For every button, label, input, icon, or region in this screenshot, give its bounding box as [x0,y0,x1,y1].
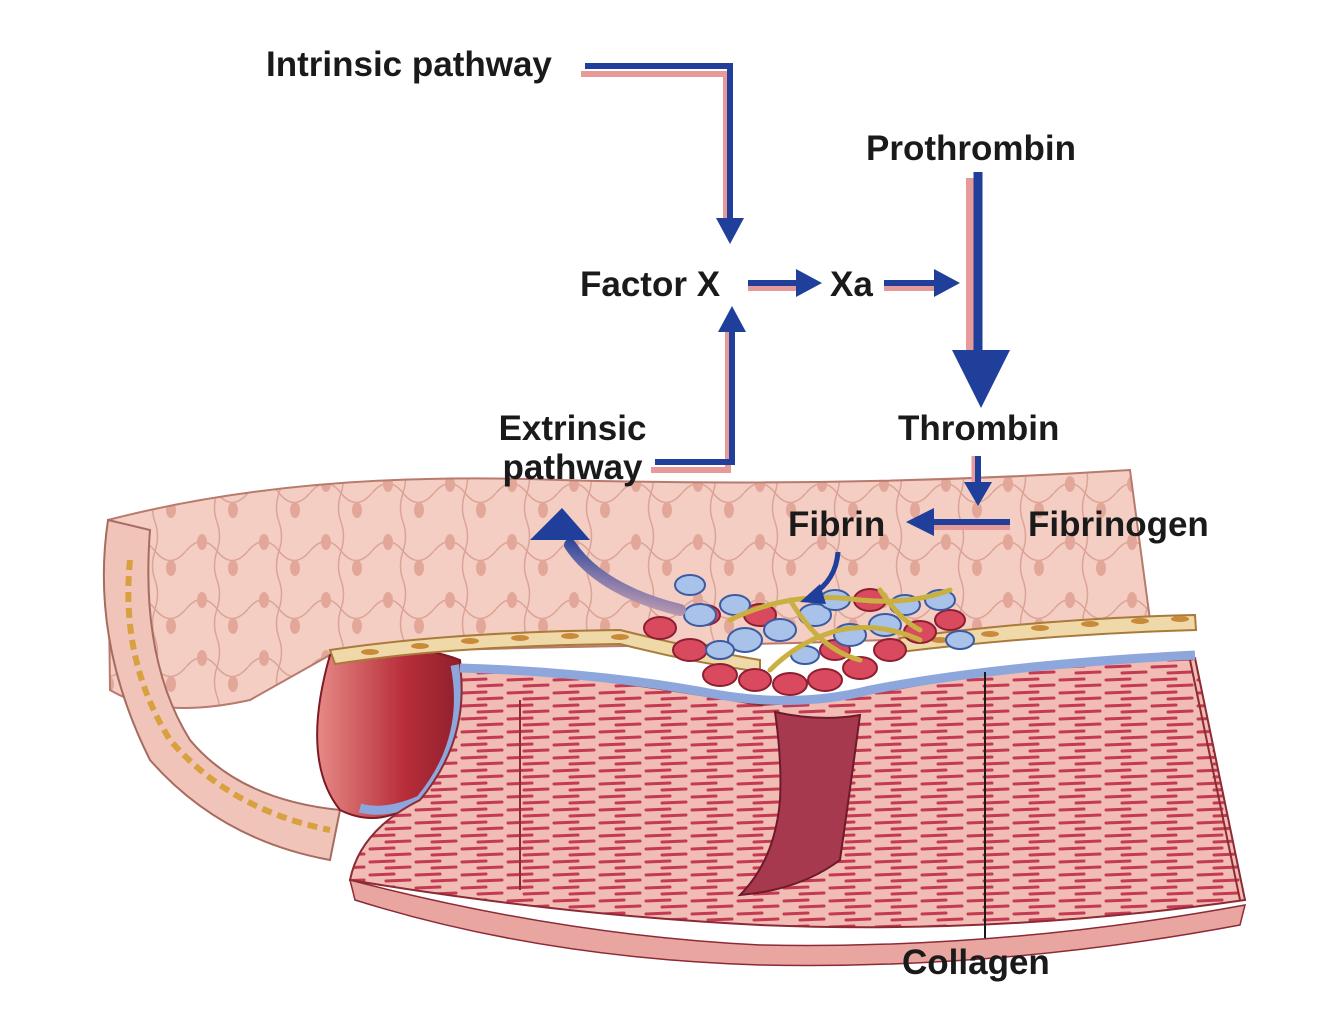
extrinsic-pathway-label-line1: Extrinsic [498,409,647,448]
factor-x-to-xa-arrow [748,269,822,297]
intrinsic-arrow [581,63,744,244]
xa-to-prothrombin-arrow [884,269,960,297]
thrombin-label: Thrombin [898,409,1060,448]
prothrombin-to-thrombin-arrow [952,172,1010,408]
fibrin-label: Fibrin [788,505,886,544]
prothrombin-label: Prothrombin [866,129,1076,168]
collagen-label: Collagen [902,943,1050,982]
extrinsic-pathway-label-line2: pathway [502,447,643,487]
pathway-arrows [530,63,1010,616]
extrinsic-pathway-label: Extrinsic pathway [490,409,655,487]
vessel-tear [737,710,862,897]
fibrinogen-label: Fibrinogen [1028,505,1209,544]
basement-membrane [459,650,1196,705]
intrinsic-pathway-label: Intrinsic pathway [266,45,552,84]
thrombin-down-arrow [964,456,992,506]
endothelium-layer [328,628,761,674]
extrinsic-arrow [651,306,746,473]
blood-clot [643,574,975,696]
factor-x-label: Factor X [580,265,721,304]
fibrin-to-clot-arrow [800,551,841,604]
fibrinogen-to-fibrin-arrow [906,508,1010,536]
blood-vessel-illustration [102,468,1247,967]
clot-to-extrinsic-arrow [530,508,686,616]
xa-label: Xa [830,265,873,304]
